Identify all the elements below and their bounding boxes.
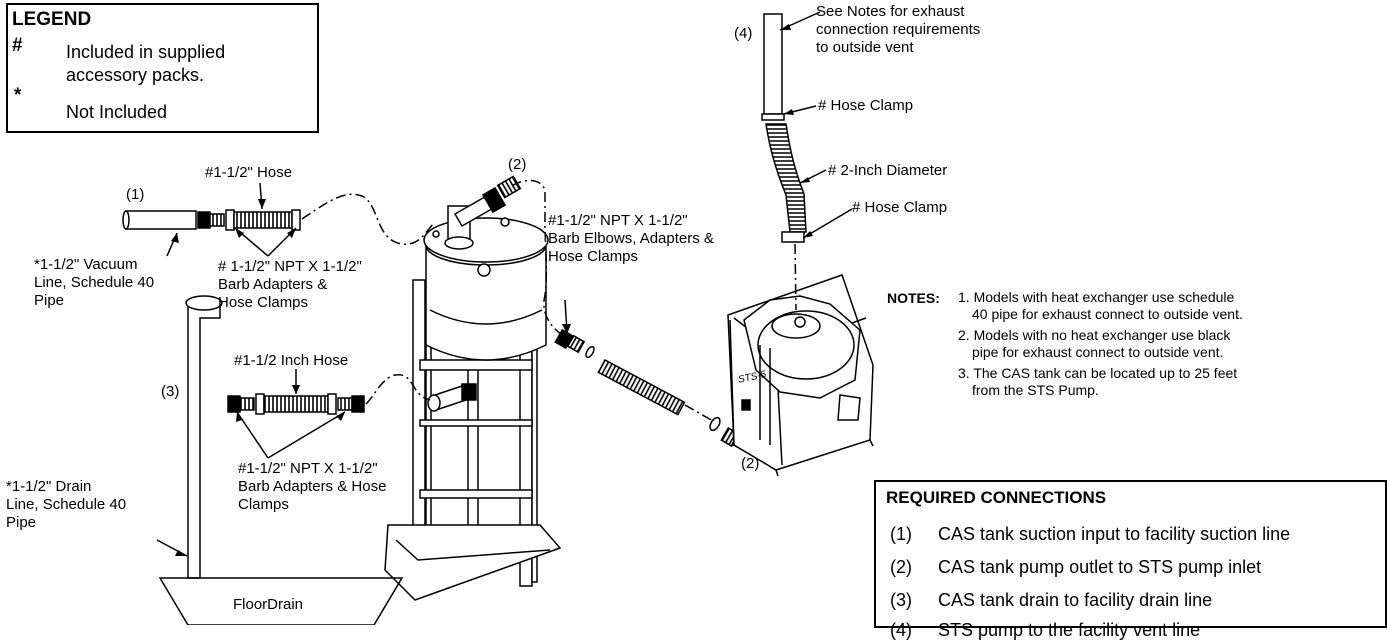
label-vacuum-2: Line, Schedule 40 [34, 274, 155, 291]
middle-adapter [554, 299, 595, 359]
required-connection-row: (1) CAS tank suction input to facility su… [890, 524, 1290, 545]
label-drain-3: Pipe [6, 514, 37, 531]
label-elbow-1: #1-1/2" NPT X 1-1/2" [548, 212, 688, 229]
legend-symbol-hash: # [12, 35, 23, 56]
note-1-line-1: 1. Models with heat exchanger use schedu… [958, 289, 1235, 305]
label-drain-2: Line, Schedule 40 [6, 496, 127, 513]
label-hose-clamp-top: # Hose Clamp [818, 97, 914, 114]
label-see-notes-1: See Notes for exhaust [816, 3, 965, 20]
middle-hose [597, 358, 686, 416]
label-hose-inch: #1-1/2 Inch Hose [234, 352, 349, 369]
connection-line-1 [301, 193, 436, 245]
top-hose [225, 209, 301, 231]
connection-line-3 [684, 404, 721, 426]
label-elbow-2: Barb Elbows, Adapters & [548, 230, 714, 247]
label-drain-1: *1-1/2" Drain [6, 478, 92, 495]
required-connection-text: CAS tank drain to facility drain line [938, 590, 1213, 610]
label-see-notes-2: connection requirements [816, 21, 981, 38]
cas-tank [384, 175, 562, 601]
label-num-3: (3) [161, 383, 180, 400]
note-1-line-2: 40 pipe for exhaust connect to outside v… [972, 306, 1243, 322]
required-connection-num: (3) [890, 590, 912, 610]
label-num-1: (1) [126, 186, 145, 203]
label-see-notes-3: to outside vent [816, 39, 914, 56]
required-connections-title: REQUIRED CONNECTIONS [886, 488, 1107, 507]
legend-box: LEGEND # Included in supplied accessory … [6, 3, 319, 133]
floor-drain-shape [158, 577, 404, 625]
exhaust-pipe [761, 13, 807, 243]
label-barb-bottom-2: Barb Adapters & Hose [238, 478, 387, 495]
required-connection-text: CAS tank pump outlet to STS pump inlet [938, 557, 1262, 577]
required-connections-box: REQUIRED CONNECTIONS (1) CAS tank suction… [874, 480, 1387, 640]
label-vacuum-1: *1-1/2" Vacuum [34, 256, 138, 273]
notes-title: NOTES: [887, 290, 940, 306]
connection-line-2 [511, 179, 571, 341]
required-connection-row: (4) STS pump to the facility vent line [890, 620, 1200, 641]
installation-drawing [122, 11, 874, 625]
label-diameter: # 2-Inch Diameter [828, 162, 948, 179]
required-connection-num: (2) [890, 557, 912, 577]
label-num-2-top: (2) [508, 156, 527, 173]
label-hose-top: #1-1/2" Hose [205, 164, 293, 181]
required-connection-num: (1) [890, 524, 912, 544]
label-num-4: (4) [734, 25, 753, 42]
note-2-line-2: pipe for exhaust connect to outside vent… [972, 344, 1224, 360]
label-hose-clamp-bottom: # Hose Clamp [852, 199, 948, 216]
top-barb-adapter [197, 211, 225, 229]
note-2-line-1: 2. Models with no heat exchanger use bla… [958, 327, 1231, 343]
label-barb-top-2: Barb Adapters & [218, 276, 328, 293]
required-connection-text: STS pump to the facility vent line [938, 620, 1201, 640]
vacuum-pipe [122, 210, 197, 230]
required-connection-row: (3) CAS tank drain to facility drain line [890, 590, 1212, 611]
legend-hash-text-1: Included in supplied [66, 42, 226, 62]
required-connection-row: (2) CAS tank pump outlet to STS pump inle… [890, 557, 1261, 578]
note-3-line-1: 3. The CAS tank can be located up to 25 … [958, 365, 1238, 381]
sts-pump [727, 274, 874, 477]
label-barb-bottom-1: #1-1/2" NPT X 1-1/2" [238, 460, 378, 477]
label-barb-top-3: Hose Clamps [218, 294, 309, 311]
label-barb-top-1: # 1-1/2" NPT X 1-1/2" [218, 258, 362, 275]
bottom-hose-assembly [227, 393, 365, 415]
legend-title: LEGEND [12, 9, 92, 30]
required-connection-text: CAS tank suction input to facility sucti… [938, 524, 1291, 544]
legend-hash-text-2: accessory packs. [66, 65, 205, 85]
legend-symbol-star: * [14, 85, 22, 106]
connection-line-5 [794, 243, 797, 311]
label-vacuum-3: Pipe [34, 292, 65, 309]
label-barb-bottom-3: Clamps [238, 496, 289, 513]
label-elbow-3: Hose Clamps [548, 248, 639, 265]
connection-line-4 [365, 374, 431, 405]
note-3-line-2: from the STS Pump. [972, 382, 1099, 398]
label-num-2-bottom: (2) [741, 455, 760, 472]
required-connection-num: (4) [890, 620, 912, 640]
drain-pipe [185, 295, 223, 579]
legend-star-text: Not Included [66, 102, 168, 122]
label-floor-drain: FloorDrain [233, 596, 304, 613]
